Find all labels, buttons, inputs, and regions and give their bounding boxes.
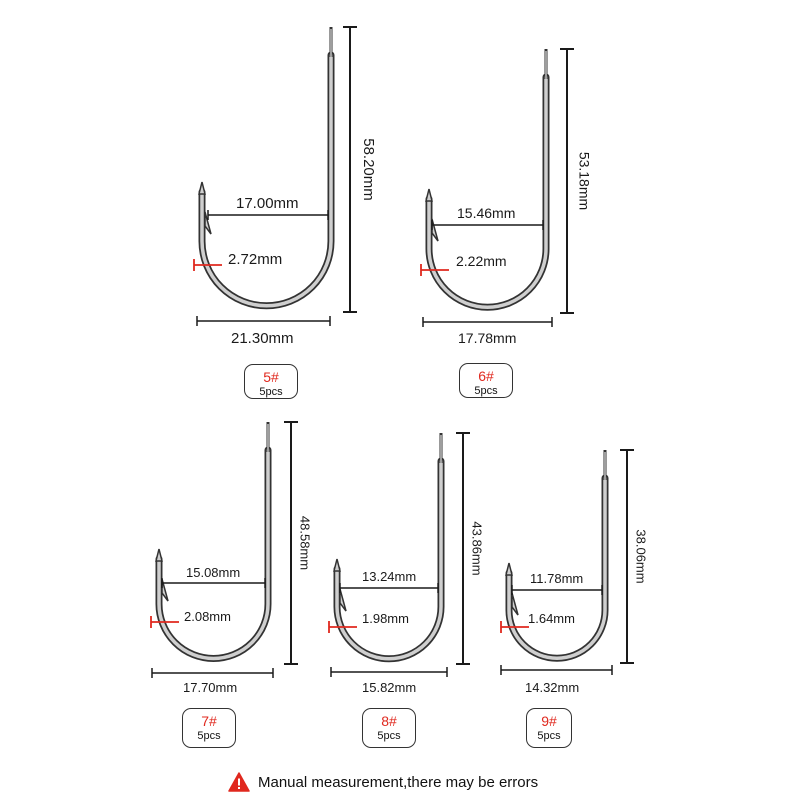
hook-5-gap-label: 17.00mm <box>236 195 299 212</box>
hook-9-width-label: 14.32mm <box>525 680 579 695</box>
hook-6-barb <box>431 218 439 242</box>
hook-8-gap-label: 13.24mm <box>362 569 416 584</box>
hook-7-size-label: 7# <box>201 713 217 729</box>
hook-7-length-label: 48.58mm <box>298 516 313 570</box>
hook-7-point <box>155 548 163 562</box>
hook-9-point-label: 1.64mm <box>528 611 575 626</box>
hook-9-gap-label: 11.78mm <box>530 571 583 586</box>
hook-8-length-label: 43.86mm <box>470 521 485 575</box>
hook-5-size-label: 5# <box>263 369 279 385</box>
note-text: Manual measurement,there may be errors <box>258 773 539 791</box>
hook-7-outline <box>155 446 272 662</box>
hook-8-size-badge: 8#5pcs <box>362 708 416 748</box>
hook-8-point <box>333 558 341 572</box>
hook-5-width-label: 21.30mm <box>231 330 294 347</box>
hook-6-gap-label: 15.46mm <box>457 205 515 221</box>
hook-7-width-label: 17.70mm <box>183 680 237 695</box>
hook-9-length-label: 38.06mm <box>634 529 649 583</box>
hook-9-point <box>505 562 513 576</box>
hook-6-shine <box>427 75 548 309</box>
hook-8-size-label: 8# <box>381 713 397 729</box>
hook-5-shine <box>200 53 333 308</box>
hook-8-outline <box>333 457 445 663</box>
hook-5-barb <box>204 211 212 235</box>
hook-8-point-label: 1.98mm <box>362 611 409 626</box>
hook-7-quantity-label: 5pcs <box>197 730 221 742</box>
hook-6-point-label: 2.22mm <box>456 253 507 269</box>
hook-5-point-label: 2.72mm <box>228 251 282 268</box>
hook-9-outline <box>505 474 609 662</box>
hook-8-quantity-label: 5pcs <box>377 730 401 742</box>
hook-7-point-label: 2.08mm <box>184 609 231 624</box>
hook-5-length-label: 58.20mm <box>360 138 377 201</box>
hook-5-outline <box>198 51 335 310</box>
hook-6-quantity-label: 5pcs <box>474 385 498 397</box>
hook-6-width-label: 17.78mm <box>458 330 516 346</box>
hook-8 <box>333 433 445 663</box>
hook-7-shine <box>157 448 270 661</box>
hook-6-size-label: 6# <box>478 368 494 384</box>
hook-6-point <box>425 188 433 202</box>
hook-8-width-label: 15.82mm <box>362 680 416 695</box>
hook-9-quantity-label: 5pcs <box>537 730 561 742</box>
measurement-note: Manual measurement,there may be errors <box>228 771 538 793</box>
hook-6-outline <box>425 73 550 311</box>
hook-9-barb <box>511 592 519 616</box>
hook-9-size-label: 9# <box>541 713 557 729</box>
warning-icon <box>228 772 250 792</box>
hook-5-point <box>198 181 206 195</box>
hook-9-shine <box>507 476 607 660</box>
hook-5-quantity-label: 5pcs <box>259 386 283 398</box>
hook-8-shine <box>335 459 443 661</box>
hook-6-size-badge: 6#5pcs <box>459 363 513 398</box>
hook-7-size-badge: 7#5pcs <box>182 708 236 748</box>
hook-9-size-badge: 9#5pcs <box>526 708 572 748</box>
hook-6-length-label: 53.18mm <box>576 152 592 210</box>
hook-8-barb <box>339 588 347 612</box>
hook-5-size-badge: 5#5pcs <box>244 364 298 399</box>
hook-7-gap-label: 15.08mm <box>186 565 240 580</box>
